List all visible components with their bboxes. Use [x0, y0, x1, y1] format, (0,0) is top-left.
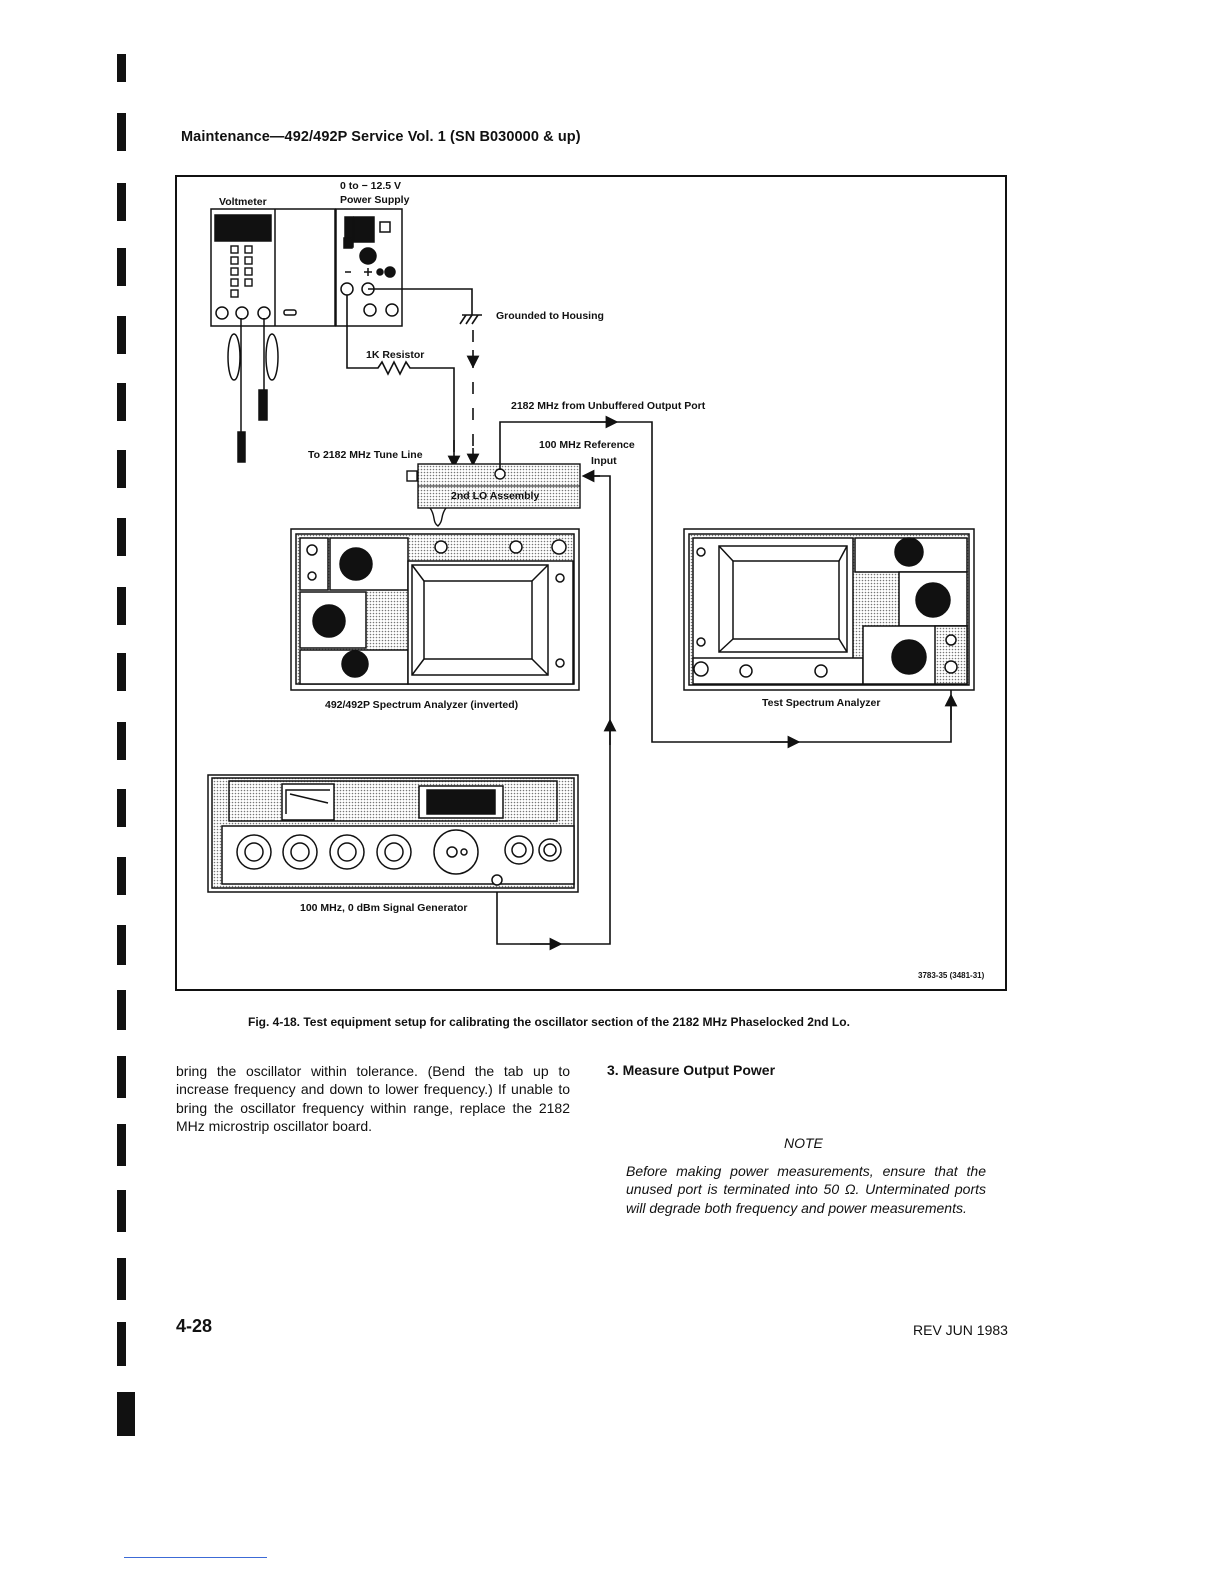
binding-mark: [117, 316, 126, 354]
lo-assembly-label: 2nd LO Assembly: [451, 490, 539, 502]
reference-input-label-2: Input: [591, 455, 617, 467]
footer-rule: [124, 1557, 267, 1558]
binding-mark: [117, 450, 126, 488]
binding-mark: [117, 925, 126, 965]
binding-mark: [117, 857, 126, 895]
resistor-label: 1K Resistor: [366, 349, 424, 361]
test-setup-diagram: Voltmeter 0 to − 12.5 V Power Supply Gro…: [175, 175, 1007, 991]
power-supply-range-label: 0 to − 12.5 V: [340, 180, 401, 192]
body-paragraph: bring the oscillator within tolerance. (…: [176, 1063, 570, 1134]
analyzer-492-label: 492/492P Spectrum Analyzer (inverted): [325, 699, 518, 711]
binding-mark: [117, 54, 126, 82]
binding-mark: [117, 113, 126, 151]
step-heading: 3. Measure Output Power: [607, 1062, 776, 1078]
running-header: Maintenance—492/492P Service Vol. 1 (SN …: [181, 129, 581, 145]
page-number: 4-28: [176, 1316, 213, 1336]
spectrum-analyzer-492: [290, 528, 580, 691]
figure-frame: [175, 175, 1007, 991]
ground-connection: [368, 288, 482, 325]
test-spectrum-analyzer: [683, 528, 975, 691]
binding-mark: [117, 1124, 126, 1166]
binding-mark: [117, 653, 126, 691]
tune-line-label: To 2182 MHz Tune Line: [308, 449, 423, 461]
binding-mark: [117, 183, 126, 221]
test-analyzer-label: Test Spectrum Analyzer: [762, 697, 880, 709]
binding-mark: [117, 1322, 126, 1366]
binding-mark: [117, 1392, 135, 1436]
signal-generator-label: 100 MHz, 0 dBm Signal Generator: [300, 902, 467, 914]
figure-caption: Fig. 4-18. Test equipment setup for cali…: [248, 1015, 850, 1029]
figure-id: 3783-35 (3481-31): [918, 971, 985, 980]
binding-mark: [117, 990, 126, 1030]
binding-mark: [117, 383, 126, 421]
binding-mark: [117, 1258, 126, 1300]
power-supply: [335, 208, 403, 327]
binding-mark: [117, 722, 126, 760]
output-port-label: 2182 MHz from Unbuffered Output Port: [511, 400, 706, 412]
output-cable: [499, 421, 952, 743]
revision-date: REV JUN 1983: [913, 1322, 1008, 1338]
grounded-label: Grounded to Housing: [496, 310, 604, 322]
binding-mark: [117, 1056, 126, 1098]
binding-mark: [117, 1190, 126, 1232]
binding-mark: [117, 587, 126, 625]
voltmeter-label: Voltmeter: [219, 196, 267, 208]
reference-input-label-1: 100 MHz Reference: [539, 439, 635, 451]
lo-assembly: [406, 463, 581, 527]
binding-mark: [117, 789, 126, 827]
binding-mark: [117, 518, 126, 556]
note-heading: NOTE: [784, 1135, 823, 1151]
reference-cable: [496, 475, 611, 945]
power-supply-label: Power Supply: [340, 194, 410, 206]
note-text: Before making power measurements, ensure…: [626, 1163, 986, 1216]
resistor-wire: [346, 295, 455, 452]
signal-generator: [207, 774, 579, 893]
voltmeter: [210, 208, 336, 463]
binding-mark: [117, 248, 126, 286]
